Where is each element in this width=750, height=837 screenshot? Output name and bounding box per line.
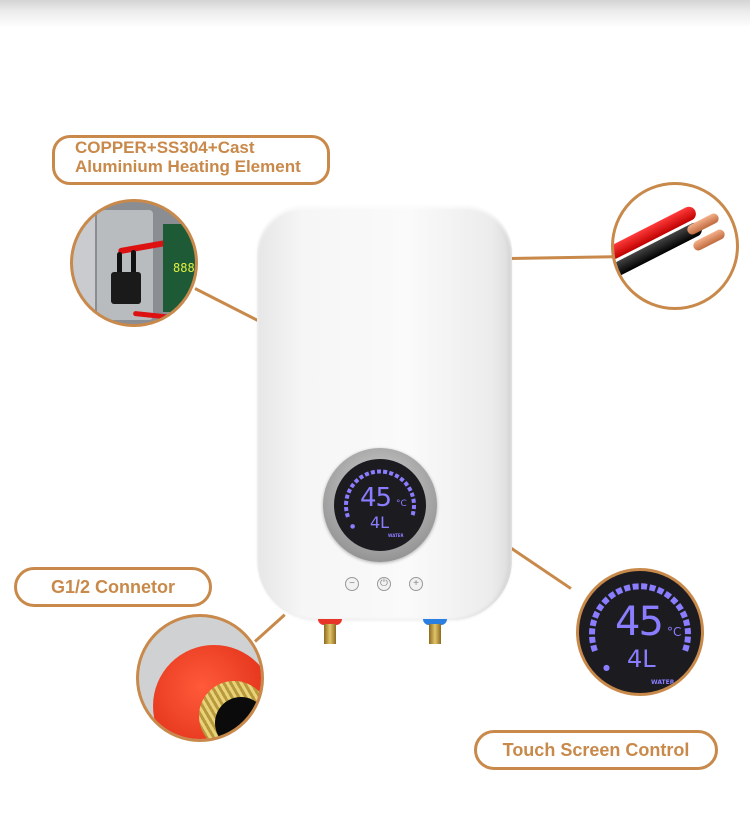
water-caption: WATER	[388, 533, 404, 538]
lcd-arc-segments-icon	[589, 583, 691, 653]
top-shadow	[0, 0, 750, 26]
connector-label: G1/2 Connetor	[14, 567, 212, 607]
chassis-edge	[73, 202, 95, 324]
terminal-block	[111, 272, 141, 304]
water-drop-icon: ●	[350, 523, 356, 530]
minus-button[interactable]: −	[345, 577, 359, 591]
temperature-value: 45	[360, 483, 392, 513]
connector-closeup	[136, 614, 264, 742]
pipe-opening	[215, 697, 261, 739]
touch-control-label-text: Touch Screen Control	[502, 739, 690, 760]
closeup-temperature-unit: °C	[667, 625, 682, 639]
heating-element-label: COPPER+SS304+Cast Aluminium Heating Elem…	[52, 135, 330, 185]
connector-label-text: G1/2 Connetor	[50, 576, 175, 597]
power-button[interactable]: ⏻	[377, 577, 391, 591]
closeup-water-drop-icon: ●	[603, 663, 610, 672]
heating-element-label-line2: Aluminium Heating Element	[75, 157, 301, 176]
temperature-unit: °C	[396, 499, 407, 509]
closeup-temperature-value: 45	[615, 599, 664, 645]
hot-inlet-collar	[318, 619, 342, 625]
display-closeup: 45 °C 4L ● WATER	[576, 568, 704, 696]
touch-display[interactable]: 45 °C 4L ● WATER	[334, 459, 426, 551]
leader-line-connector	[253, 613, 286, 643]
heating-element-closeup: 888	[70, 199, 198, 327]
touch-control-label: Touch Screen Control	[474, 730, 718, 770]
leader-line-cable	[509, 255, 614, 260]
hot-water-pipe	[324, 624, 336, 644]
cold-water-pipe	[429, 624, 441, 644]
heating-element-label-line1: COPPER+SS304+Cast	[75, 138, 255, 157]
black-wire	[131, 250, 136, 276]
black-wire	[117, 252, 122, 278]
pcb-segment-display: 888	[173, 261, 195, 275]
closeup-flow-value: 4L	[627, 645, 656, 673]
red-wire	[132, 310, 194, 323]
flow-value: 4L	[370, 513, 390, 532]
lcd-arc-segments-icon	[344, 469, 416, 518]
closeup-water-caption: WATER	[651, 679, 675, 686]
plus-button[interactable]: +	[409, 577, 423, 591]
cold-inlet-collar	[423, 619, 447, 625]
cable-closeup	[611, 182, 739, 310]
circuit-board	[163, 224, 195, 312]
